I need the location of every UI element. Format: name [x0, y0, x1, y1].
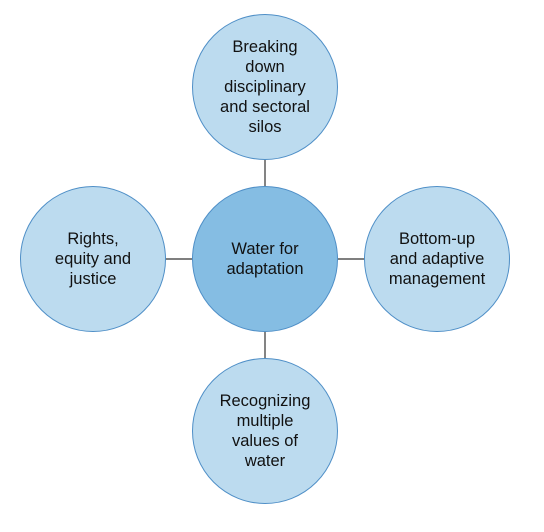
node-multiple-values-of-water: Recognizing multiple values of water [192, 358, 338, 504]
node-top-label: Breaking down disciplinary and sectoral … [220, 38, 310, 136]
node-rights-equity-justice: Rights, equity and justice [20, 186, 166, 332]
node-center-label: Water for adaptation [226, 240, 304, 278]
node-breaking-down-silos: Breaking down disciplinary and sectoral … [192, 14, 338, 160]
node-bottom-up-management: Bottom-up and adaptive management [364, 186, 510, 332]
node-water-for-adaptation: Water for adaptation [192, 186, 338, 332]
node-right-label: Bottom-up and adaptive management [388, 230, 486, 288]
node-left-label: Rights, equity and justice [54, 230, 132, 288]
node-bottom-label: Recognizing multiple values of water [219, 392, 311, 470]
